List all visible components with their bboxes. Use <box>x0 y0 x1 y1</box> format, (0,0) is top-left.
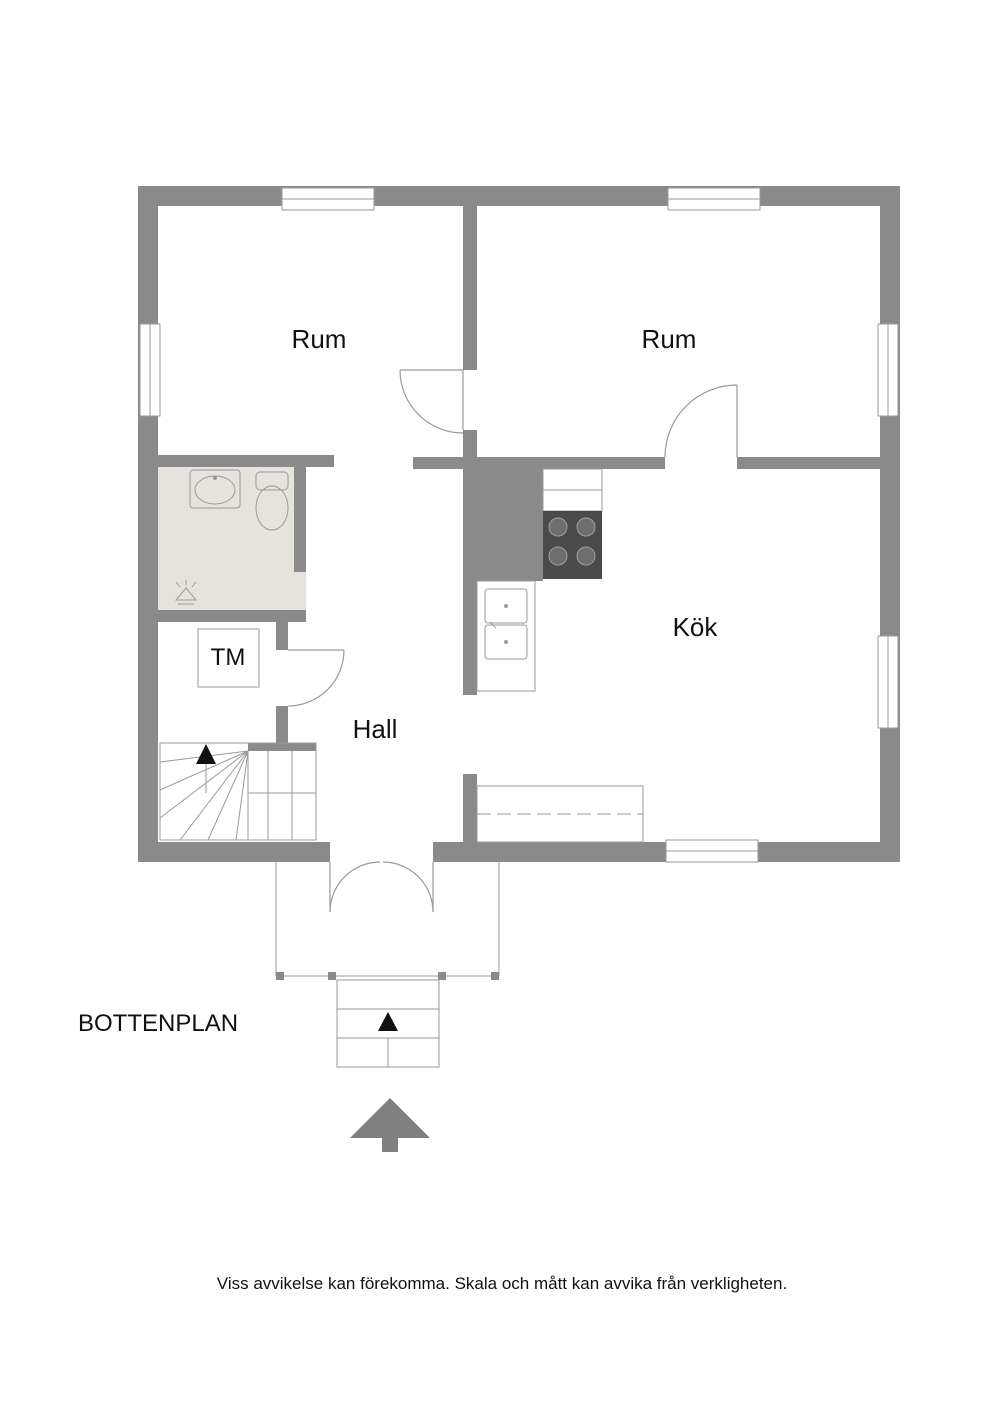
doors <box>287 369 738 913</box>
tm-box <box>197 628 260 688</box>
bathroom-floor <box>158 467 306 610</box>
kitchen-fixtures <box>476 468 644 843</box>
floor-name: BOTTENPLAN <box>78 1010 238 1037</box>
windows <box>139 187 899 863</box>
porch <box>275 862 500 1068</box>
bathroom-fixtures <box>174 469 289 605</box>
room-label-tm: TM <box>211 644 246 671</box>
staircase <box>159 742 317 841</box>
room-label-hall: Hall <box>353 714 398 744</box>
room-label-kok: Kök <box>673 612 719 642</box>
room-label-rum-left: Rum <box>292 324 347 354</box>
interior-walls <box>158 206 880 842</box>
room-label-rum-right: Rum <box>642 324 697 354</box>
entry-arrow-icon <box>350 1098 430 1152</box>
disclaimer-text: Viss avvikelse kan förekomma. Skala och … <box>217 1274 787 1293</box>
